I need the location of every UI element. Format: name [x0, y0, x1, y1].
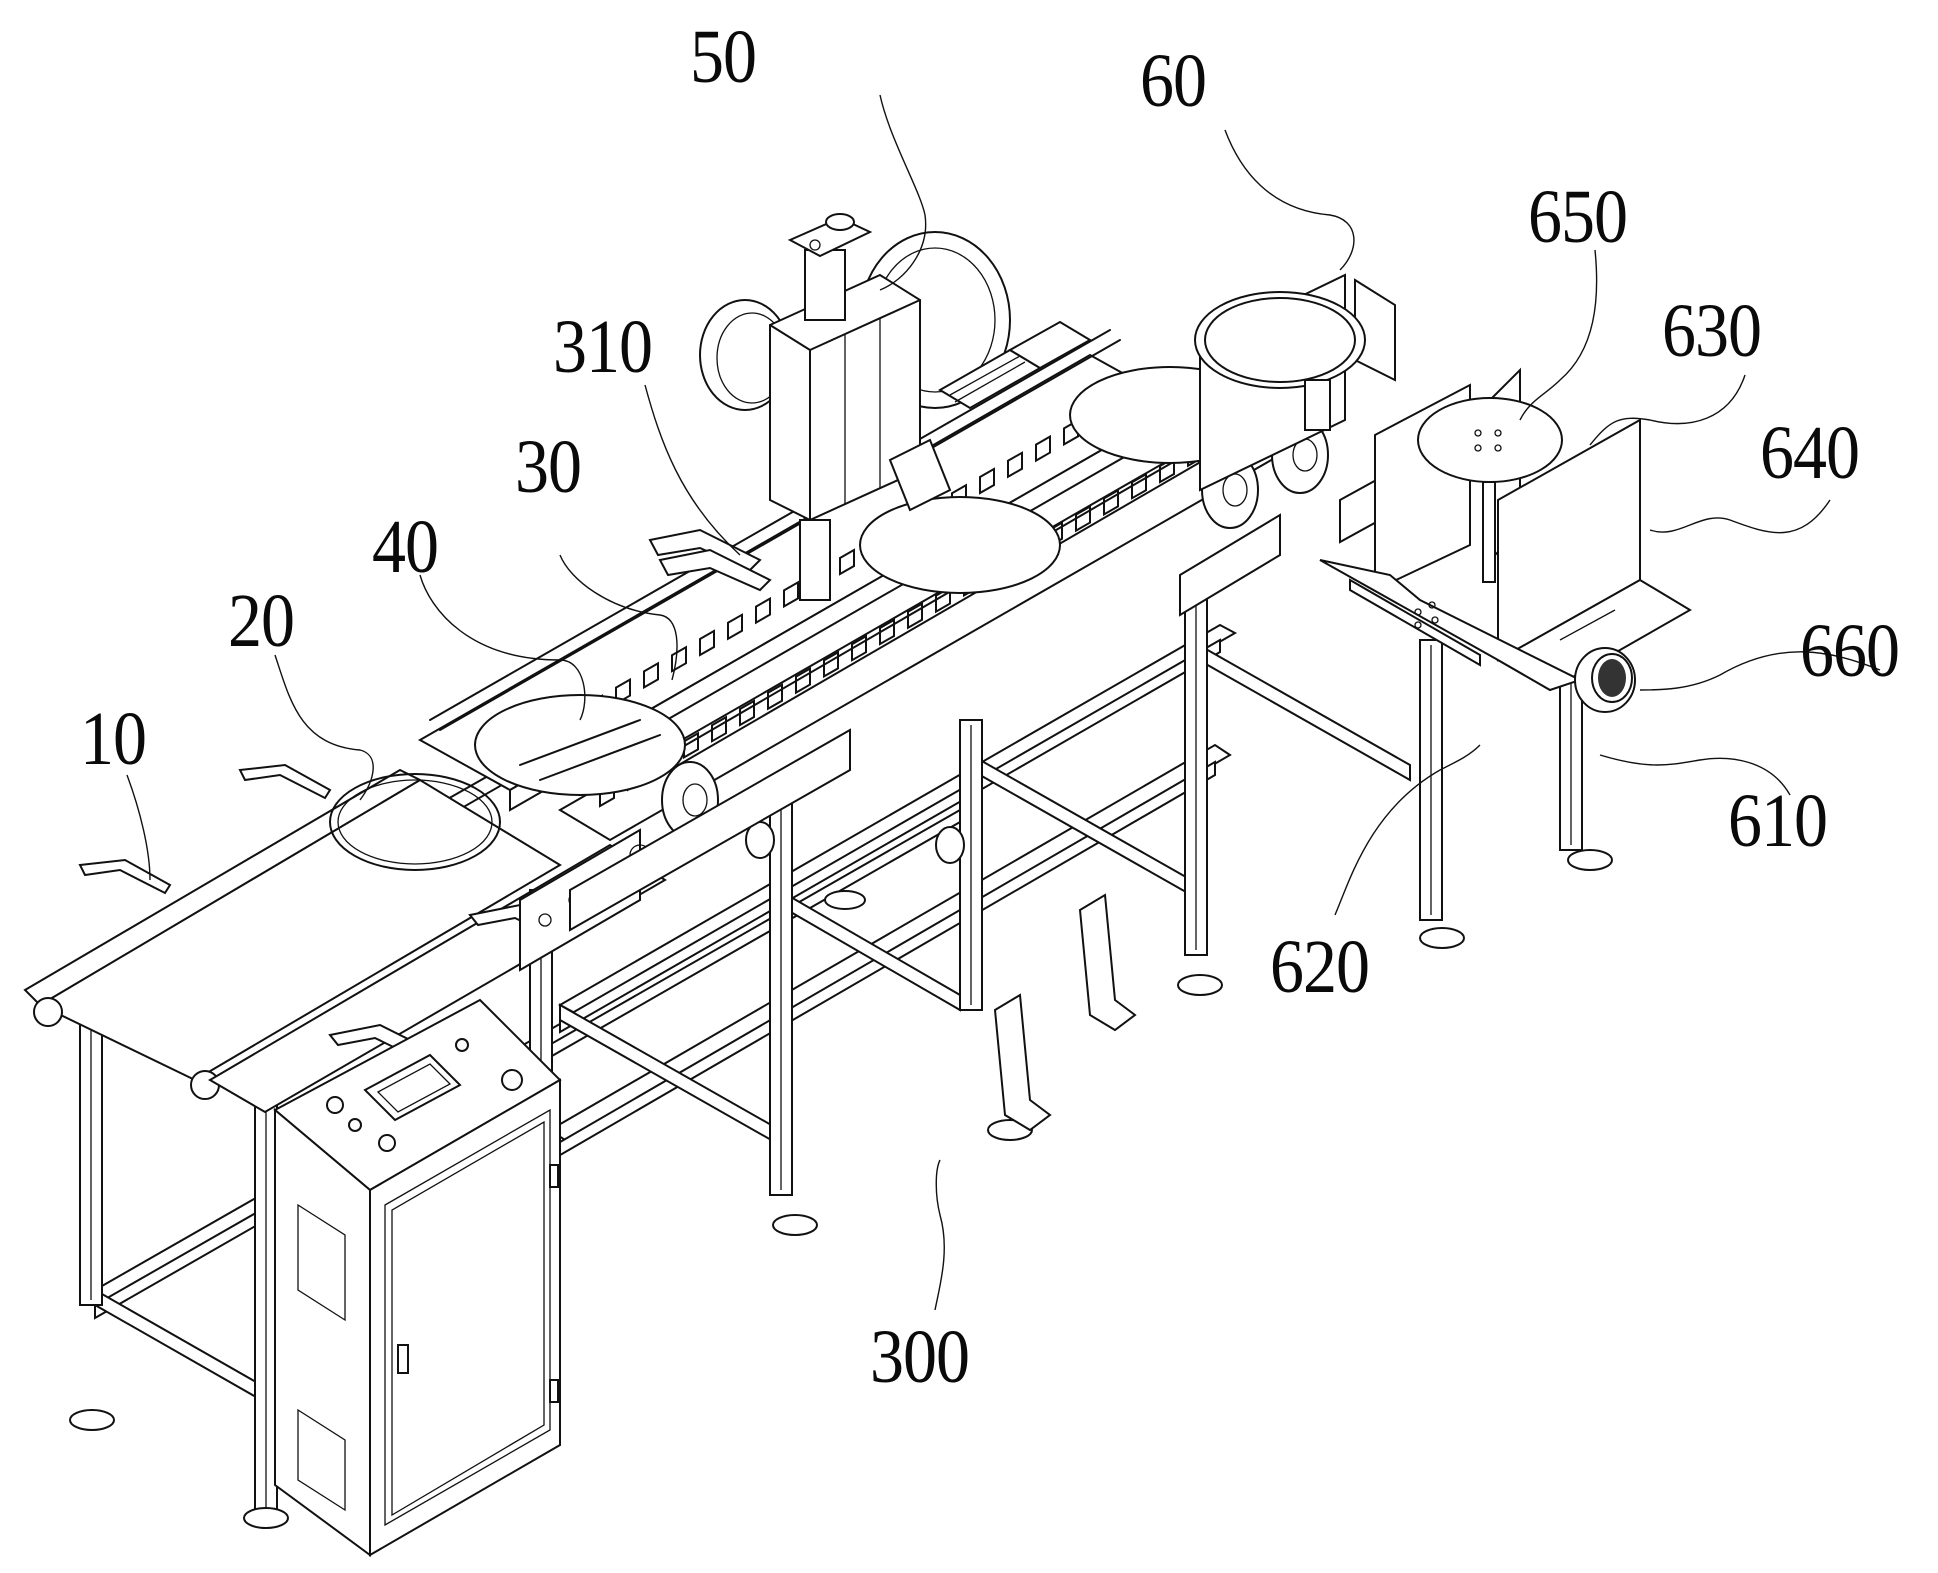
label-610: 610 — [1728, 777, 1828, 863]
label-640: 640 — [1760, 409, 1860, 495]
label-660: 660 — [1800, 607, 1900, 693]
chain-lug — [1007, 451, 1023, 479]
label-20: 20 — [228, 577, 295, 663]
start-button — [326, 1096, 344, 1114]
indicator-lamp — [455, 1038, 469, 1052]
emergency-stop-button — [501, 1069, 523, 1091]
touchscreen — [363, 1053, 462, 1122]
unloading-station — [1194, 273, 1692, 713]
chain-lug — [755, 596, 771, 625]
chain-lug — [643, 661, 659, 690]
label-10: 10 — [80, 695, 147, 781]
chain-lug — [783, 580, 799, 609]
stop-button — [378, 1134, 396, 1152]
chain-lug — [727, 613, 743, 641]
infeed-conveyor — [23, 763, 562, 1100]
chain-lug — [839, 548, 855, 576]
chain-lug — [979, 467, 995, 495]
drive-motor — [938, 320, 1092, 410]
press-unit — [699, 213, 1011, 601]
chain-lug — [699, 629, 715, 657]
label-30: 30 — [515, 423, 582, 509]
chain-lug — [1035, 434, 1051, 463]
mounting-plates — [569, 476, 1381, 932]
label-50: 50 — [690, 13, 757, 99]
label-650: 650 — [1528, 173, 1628, 259]
label-630: 630 — [1662, 287, 1762, 373]
label-300: 300 — [870, 1313, 970, 1399]
leveling-feet — [69, 849, 1613, 1529]
door-handle — [397, 1344, 409, 1374]
label-310: 310 — [553, 303, 653, 389]
label-60: 60 — [1140, 37, 1207, 123]
selector-switch — [348, 1118, 362, 1132]
leader-lines — [126, 94, 1881, 1311]
label-620: 620 — [1270, 923, 1370, 1009]
label-40: 40 — [372, 503, 439, 589]
fan-grille — [1598, 659, 1626, 697]
control-cabinet — [273, 998, 562, 1557]
